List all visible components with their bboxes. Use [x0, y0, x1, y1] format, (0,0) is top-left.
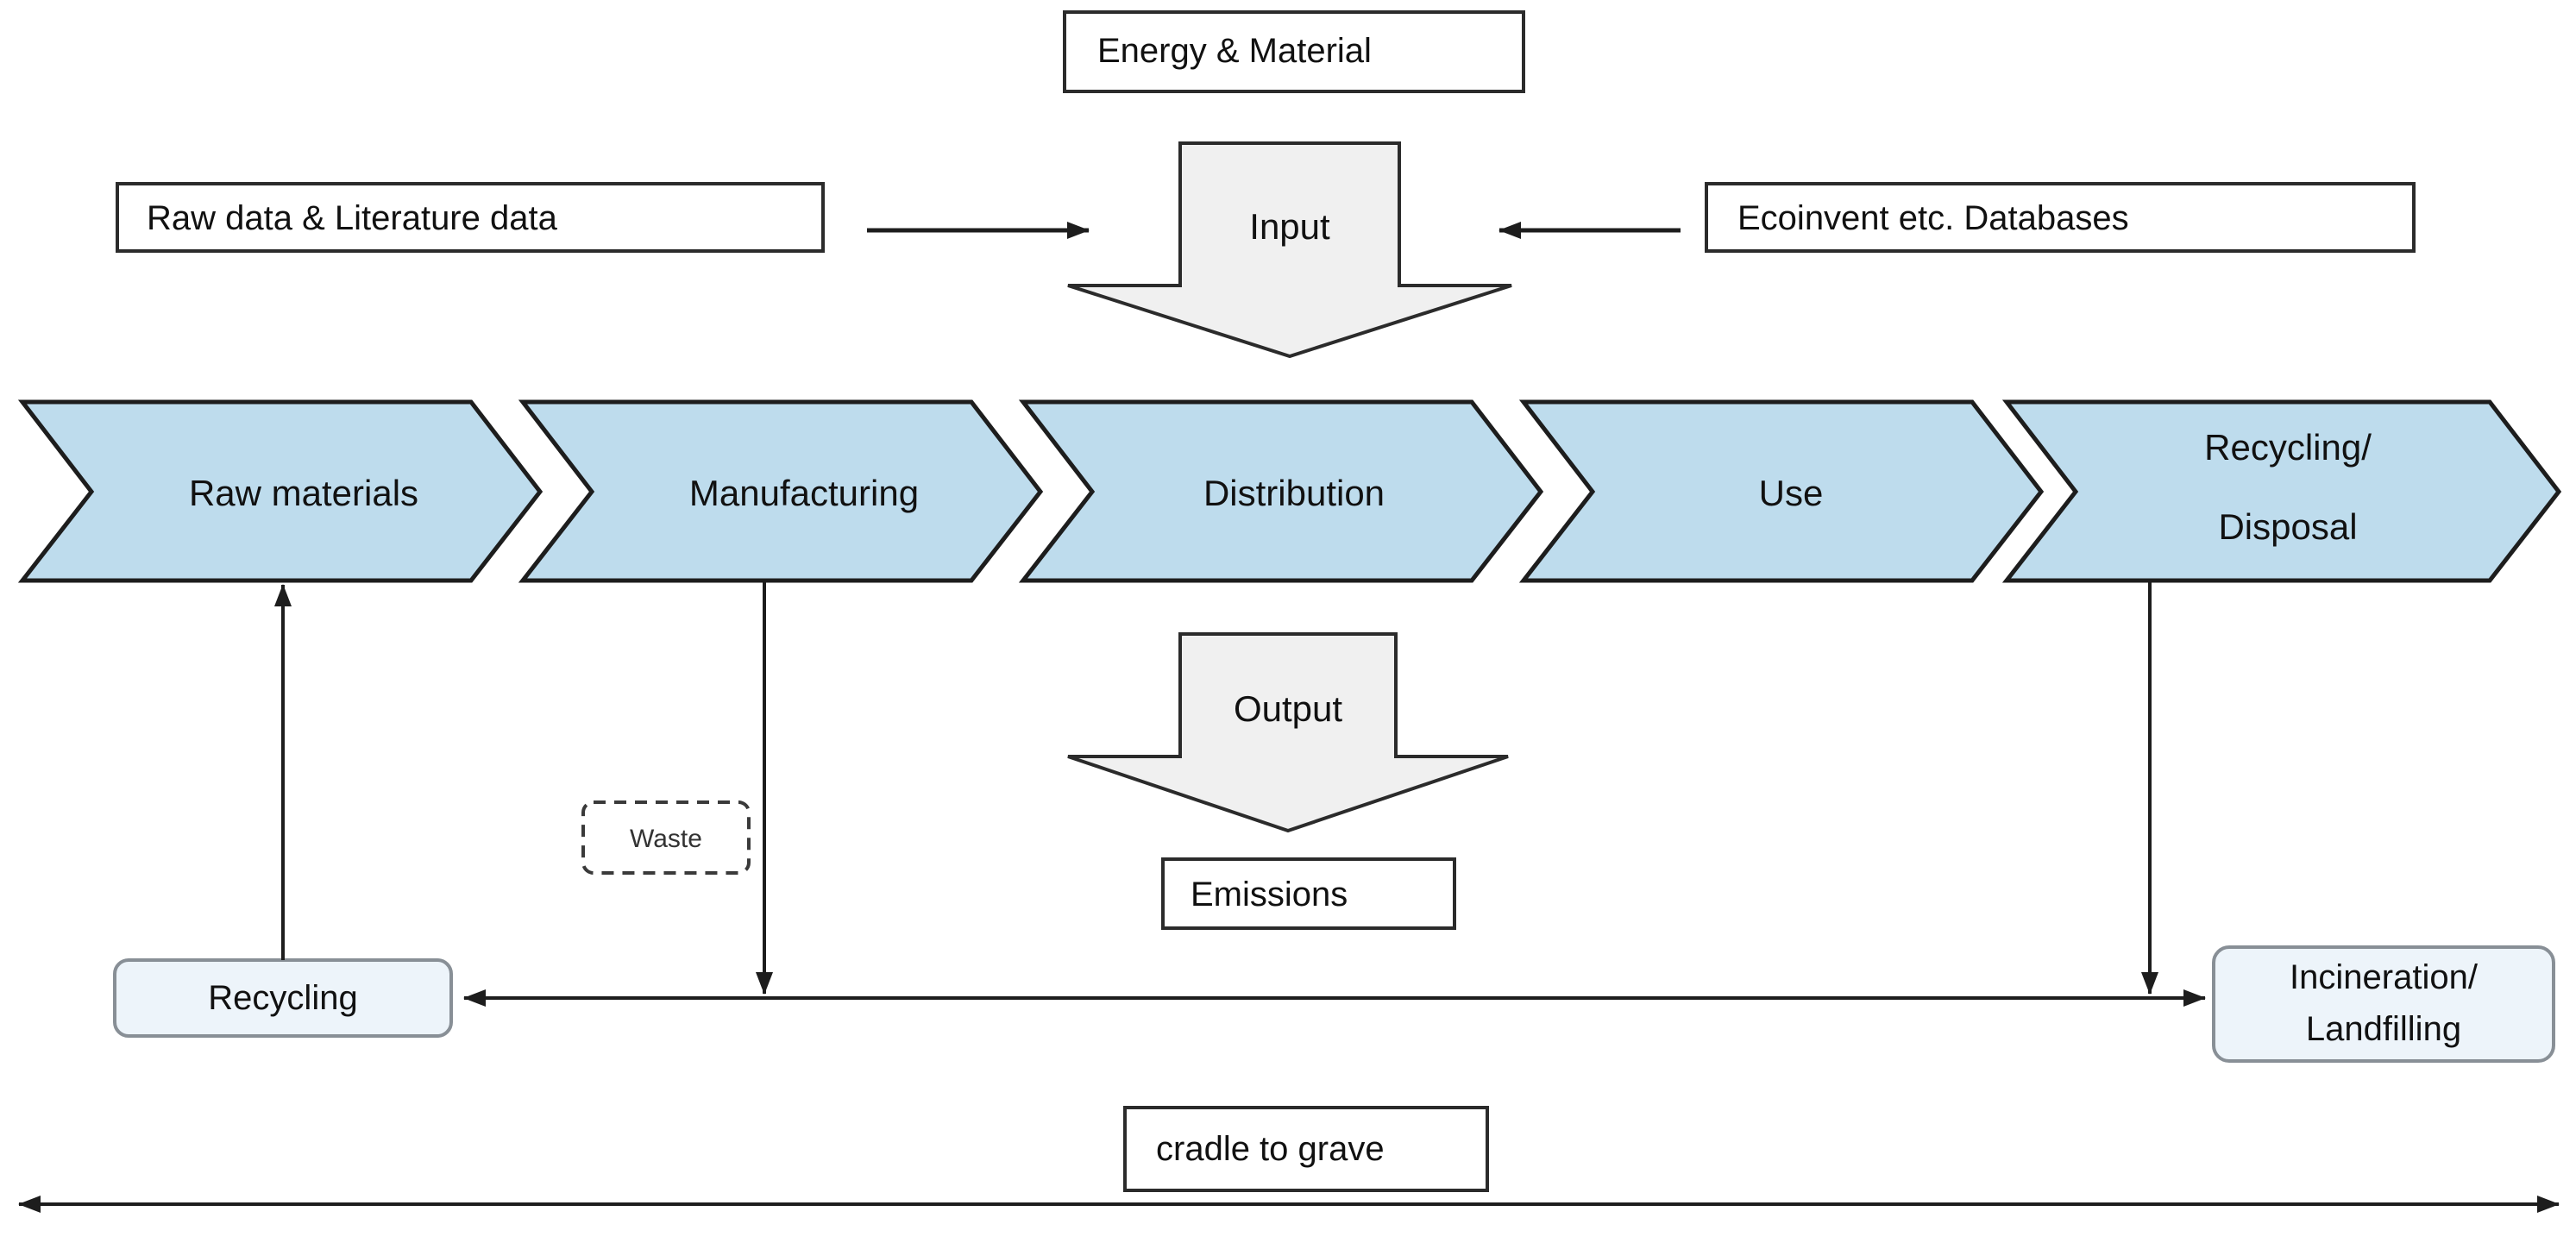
incineration-landfilling-box: Incineration/ Landfilling: [2212, 945, 2555, 1063]
chevron-distribution[interactable]: Distribution: [1018, 399, 1544, 583]
raw-literature-data-label: Raw data & Literature data: [147, 199, 558, 237]
emissions-box: Emissions: [1161, 857, 1456, 930]
emissions-label: Emissions: [1191, 876, 1348, 913]
waste-box: Waste: [581, 800, 751, 875]
chevron-raw-materials-label: Raw materials: [189, 473, 418, 513]
chevron-recycling-disposal-label-line2: Disposal: [2218, 506, 2357, 547]
recycling-label: Recycling: [208, 979, 357, 1017]
energy-material-label: Energy & Material: [1097, 32, 1372, 70]
input-block-arrow: Input: [1067, 141, 1512, 359]
incineration-label-line2: Landfilling: [2306, 1010, 2461, 1048]
chevron-recycling-disposal-label-line1: Recycling/: [2204, 427, 2372, 468]
chevron-use[interactable]: Use: [1518, 399, 2045, 583]
recycling-box: Recycling: [113, 958, 453, 1038]
ecoinvent-databases-label: Ecoinvent etc. Databases: [1737, 199, 2129, 237]
ecoinvent-databases-box: Ecoinvent etc. Databases: [1705, 182, 2416, 253]
chevron-manufacturing-label: Manufacturing: [689, 473, 919, 513]
energy-material-box: Energy & Material: [1063, 10, 1525, 93]
chevron-raw-materials[interactable]: Raw materials: [17, 399, 543, 583]
chevron-recycling-disposal[interactable]: Recycling/ Disposal: [2001, 399, 2562, 583]
incineration-label-line1: Incineration/: [2290, 958, 2479, 996]
cradle-to-grave-label: cradle to grave: [1156, 1130, 1385, 1168]
chevron-use-label: Use: [1759, 473, 1824, 513]
cradle-to-grave-box: cradle to grave: [1123, 1106, 1489, 1192]
output-block-arrow: Output: [1067, 632, 1509, 833]
raw-literature-data-box: Raw data & Literature data: [116, 182, 825, 253]
chevron-distribution-label: Distribution: [1203, 473, 1385, 513]
chevron-manufacturing[interactable]: Manufacturing: [518, 399, 1044, 583]
lifecycle-chevron-row: Raw materials Manufacturing Distribution…: [17, 399, 2562, 583]
waste-label: Waste: [630, 825, 702, 853]
input-label: Input: [1249, 206, 1330, 247]
output-label: Output: [1234, 688, 1342, 729]
